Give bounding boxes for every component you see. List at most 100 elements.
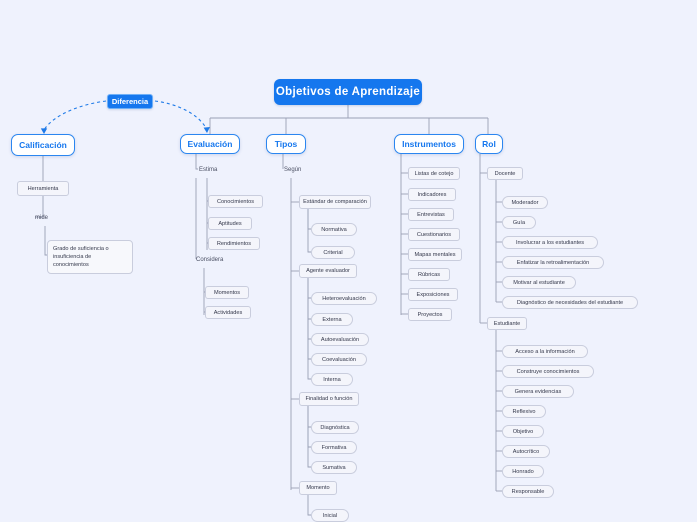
node-momentos-label: Momentos (213, 289, 241, 296)
node-acceso-informacion[interactable]: Acceso a la información (502, 345, 588, 358)
node-autoevaluacion[interactable]: Autoevaluación (311, 333, 369, 346)
branch-instrumentos[interactable]: Instrumentos (394, 134, 464, 154)
node-diagnostica[interactable]: Diagnóstica (311, 421, 359, 434)
node-rubricas[interactable]: Rúbricas (408, 268, 450, 281)
node-rendimientos-label: Rendimientos (216, 240, 252, 247)
node-rendimientos[interactable]: Rendimientos (208, 237, 260, 250)
node-considera: Considera (196, 255, 226, 264)
node-agente-evaluador-label: Agente evaluador (306, 268, 350, 274)
node-sumativa-label: Sumativa (322, 464, 346, 471)
node-autocritico[interactable]: Autocrítico (502, 445, 550, 458)
node-honrado[interactable]: Honrado (502, 465, 544, 478)
node-grado-suficiencia[interactable]: Grado de suficiencia o insuficiencia de … (47, 240, 133, 275)
node-docente[interactable]: Docente (487, 167, 523, 180)
node-guia[interactable]: Guía (502, 216, 536, 229)
node-objetivo[interactable]: Objetivo (502, 425, 544, 438)
branch-tipos[interactable]: Tipos (266, 134, 306, 154)
node-rubricas-label: Rúbricas (417, 271, 441, 278)
branch-calificacion[interactable]: Calificación (11, 134, 75, 156)
node-interna-label: Interna (323, 376, 341, 383)
node-construye-conocimientos-label: Construye conocimientos (516, 368, 580, 375)
node-conocimientos[interactable]: Conocimientos (208, 195, 263, 208)
node-autocritico-label: Autocrítico (512, 448, 540, 455)
node-agente-evaluador[interactable]: Agente evaluador (299, 264, 357, 278)
node-heteroevaluacion-label: Heteroevaluación (322, 295, 366, 302)
node-mide-label: mide (35, 214, 49, 221)
node-acceso-informacion-label: Acceso a la información (515, 348, 575, 355)
node-exposiciones[interactable]: Exposiciones (408, 288, 458, 301)
node-criterial[interactable]: Criterial (311, 246, 355, 259)
node-conocimientos-label: Conocimientos (217, 198, 254, 205)
node-genera-evidencias[interactable]: Genera evidencias (502, 385, 574, 398)
node-genera-evidencias-label: Genera evidencias (514, 388, 562, 395)
node-considera-label: Considera (196, 256, 224, 263)
node-estudiante[interactable]: Estudiante (487, 317, 527, 330)
node-actividades[interactable]: Actividades (205, 306, 251, 319)
node-momento-label: Momento (306, 485, 330, 491)
root-label: Objetivos de Aprendizaje (275, 86, 421, 98)
branch-calificacion-label: Calificación (19, 140, 67, 150)
floating-node-label: Diferencia (111, 97, 149, 106)
node-actividades-label: Actividades (213, 309, 243, 316)
node-heteroevaluacion[interactable]: Heteroevaluación (311, 292, 377, 305)
node-proyectos[interactable]: Proyectos (408, 308, 452, 321)
node-docente-label: Docente (494, 170, 516, 177)
node-inicial[interactable]: Inicial (311, 509, 349, 522)
node-inicial-label: Inicial (322, 512, 338, 519)
node-herramienta[interactable]: Herramienta (17, 181, 69, 196)
node-sumativa[interactable]: Sumativa (311, 461, 357, 474)
node-moderador-label: Moderador (511, 199, 539, 206)
node-finalidad-funcion[interactable]: Finalidad o función (299, 392, 359, 406)
node-moderador[interactable]: Moderador (502, 196, 548, 209)
node-grado-suficiencia-label: Grado de suficiencia o insuficiencia de … (53, 246, 109, 269)
node-estima: Estima (199, 165, 223, 174)
floating-node-diferencia[interactable]: Diferencia (107, 94, 153, 109)
node-diagnostica-label: Diagnóstica (320, 424, 350, 431)
node-coevaluacion[interactable]: Coevaluación (311, 353, 367, 366)
node-coevaluacion-label: Coevaluación (322, 356, 356, 363)
branch-tipos-label: Tipos (274, 139, 298, 149)
branch-rol[interactable]: Rol (475, 134, 503, 154)
node-externa[interactable]: Externa (311, 313, 353, 326)
node-aptitudes[interactable]: Aptitudes (208, 217, 252, 230)
branch-rol-label: Rol (482, 139, 496, 149)
node-guia-label: Guía (512, 219, 526, 226)
node-interna[interactable]: Interna (311, 373, 353, 386)
node-motivar-estudiante-label: Motivar al estudiante (513, 279, 565, 286)
node-momento[interactable]: Momento (299, 481, 337, 495)
node-formativa-label: Formativa (321, 444, 347, 451)
node-motivar-estudiante[interactable]: Motivar al estudiante (502, 276, 576, 289)
node-estandar-comparacion[interactable]: Estándar de comparación (299, 195, 371, 209)
root-node[interactable]: Objetivos de Aprendizaje (274, 79, 422, 105)
node-involucrar-estudiantes[interactable]: Involucrar a los estudiantes (502, 236, 598, 249)
node-autoevaluacion-label: Autoevaluación (320, 336, 360, 343)
node-finalidad-funcion-label: Finalidad o función (305, 396, 353, 402)
node-listas-cotejo[interactable]: Listas de cotejo (408, 167, 460, 180)
node-construye-conocimientos[interactable]: Construye conocimientos (502, 365, 594, 378)
node-estudiante-label: Estudiante (493, 320, 521, 327)
node-indicadores[interactable]: Indicadores (408, 188, 456, 201)
node-involucrar-estudiantes-label: Involucrar a los estudiantes (515, 239, 585, 246)
node-exposiciones-label: Exposiciones (416, 291, 450, 298)
node-segun: Según (284, 165, 306, 174)
node-mapas-mentales[interactable]: Mapas mentales (408, 248, 462, 261)
node-enfatizar-retroalimentacion[interactable]: Enfatizar la retroalimentación (502, 256, 604, 269)
branch-instrumentos-label: Instrumentos (402, 139, 456, 149)
branch-evaluacion[interactable]: Evaluación (180, 134, 240, 154)
node-estandar-comparacion-label: Estándar de comparación (303, 199, 367, 205)
node-momentos[interactable]: Momentos (205, 286, 249, 299)
node-reflexivo[interactable]: Reflexivo (502, 405, 546, 418)
node-entrevistas[interactable]: Entrevistas (408, 208, 454, 221)
node-mapas-mentales-label: Mapas mentales (414, 251, 456, 258)
node-normativa[interactable]: Normativa (311, 223, 357, 236)
node-listas-cotejo-label: Listas de cotejo (414, 170, 454, 177)
node-segun-label: Según (284, 166, 302, 173)
node-normativa-label: Normativa (321, 226, 347, 233)
node-objetivo-label: Objetivo (512, 428, 534, 435)
node-diagnostico-necesidades-label: Diagnóstico de necesidades del estudiant… (516, 299, 624, 306)
node-diagnostico-necesidades[interactable]: Diagnóstico de necesidades del estudiant… (502, 296, 638, 309)
node-formativa[interactable]: Formativa (311, 441, 357, 454)
node-responsable[interactable]: Responsable (502, 485, 554, 498)
branch-evaluacion-label: Evaluación (187, 139, 233, 149)
node-cuestionarios[interactable]: Cuestionarios (408, 228, 460, 241)
